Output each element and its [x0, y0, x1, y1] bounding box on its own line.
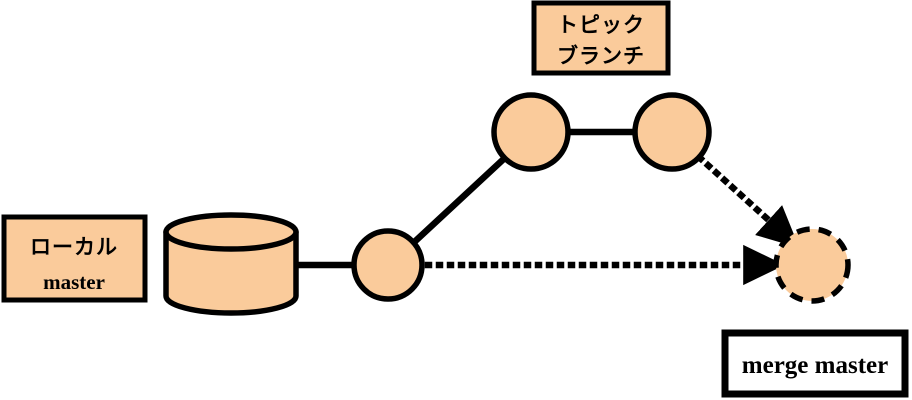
local-master-box-rect: [1, 214, 148, 303]
cylinder-body: [163, 229, 299, 316]
local-master-label-line2: master: [43, 270, 105, 294]
topic-branch-label-box[interactable]: トピック ブランチ: [531, 0, 671, 76]
topic-branch-box-rect: [531, 0, 671, 76]
connector-topic2-to-merge: [695, 153, 800, 248]
local-master-label-line1: ローカル: [30, 235, 118, 259]
local-master-label-box[interactable]: ローカル master: [1, 214, 148, 303]
merge-master-box-rect: [721, 329, 909, 398]
topic-branch-label-line2: ブランチ: [557, 44, 645, 68]
node-topic-commit-2[interactable]: [632, 92, 712, 172]
cylinder-top: [163, 212, 299, 252]
local-master-repository[interactable]: [163, 212, 299, 316]
topic-branch-label-line1: トピック: [557, 13, 645, 37]
merge-master-label-box[interactable]: merge master: [721, 329, 909, 398]
merge-master-label: merge master: [742, 352, 888, 379]
node-topic-commit-1[interactable]: [491, 92, 571, 172]
node-merge-commit[interactable]: [773, 226, 851, 304]
connector-base-to-topic1: [407, 152, 511, 249]
node-base-commit[interactable]: [351, 228, 425, 302]
